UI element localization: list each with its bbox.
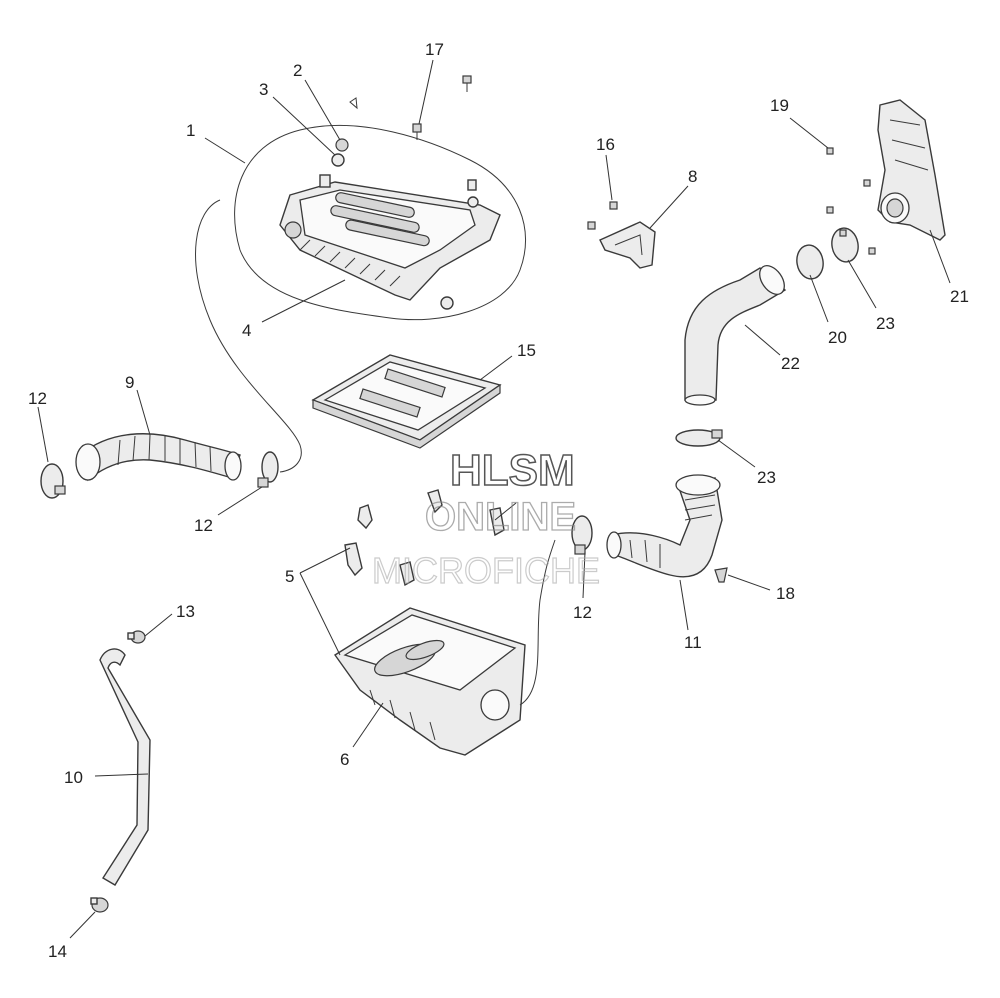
callout-16: 16: [596, 135, 615, 154]
callout-9: 9: [125, 373, 134, 392]
hose-clamp-12-right: [571, 515, 593, 555]
callout-12-middle: 12: [194, 516, 213, 535]
screws-19: [826, 147, 876, 255]
watermark-microfiche: MICROFICHE: [372, 550, 600, 591]
callout-11: 11: [684, 633, 702, 652]
push-rivet-18: [714, 567, 728, 583]
callout-22: 22: [781, 354, 800, 373]
watermark: HLSM ONLINE MICROFICHE: [371, 445, 600, 591]
air-box-cover: [279, 174, 501, 301]
hose-clamp-20: [796, 244, 824, 280]
intake-snorkel: [877, 99, 946, 241]
callout-23-lower: 23: [757, 468, 776, 487]
callout-labels: 1 2 3 4 17 16 8 19 21 20 23 22 15 9 12 1…: [28, 40, 969, 961]
intake-elbow-duct: [606, 474, 723, 578]
callout-8: 8: [688, 167, 697, 186]
callout-20: 20: [828, 328, 847, 347]
retaining-clips-5: [344, 489, 505, 587]
intake-tube: [684, 265, 787, 406]
cover-assembly-outline: [234, 124, 527, 321]
callout-18: 18: [776, 584, 795, 603]
intake-boot: [75, 433, 242, 482]
mounting-bracket: [599, 221, 656, 269]
callout-10: 10: [64, 768, 83, 787]
hose-clamp-12-left: [40, 463, 66, 499]
air-box-base: [333, 607, 526, 756]
hose-clamp-13: [127, 630, 146, 644]
hose-clamp-14: [90, 897, 109, 913]
callout-4: 4: [242, 321, 251, 340]
callout-14: 14: [48, 942, 67, 961]
hose-clamp-23-upper: [831, 227, 859, 263]
callout-6: 6: [340, 750, 349, 769]
callout-21: 21: [950, 287, 969, 306]
callout-12-left: 12: [28, 389, 47, 408]
callout-15: 15: [517, 341, 536, 360]
air-filter: [311, 354, 502, 449]
bolts-16: [587, 201, 618, 230]
callout-23-upper: 23: [876, 314, 895, 333]
screw-top: [349, 97, 358, 110]
drain-hose: [99, 648, 151, 886]
grommet-3: [331, 153, 345, 167]
callout-5: 5: [285, 567, 294, 586]
callout-1: 1: [186, 121, 195, 140]
reference-line-right: [519, 539, 556, 706]
callout-2: 2: [293, 61, 302, 80]
hose-clamp-12-middle: [257, 451, 279, 488]
grommet-lower: [440, 296, 454, 310]
reference-line-left: [195, 199, 302, 473]
grommet-right: [467, 196, 479, 208]
callout-19: 19: [770, 96, 789, 115]
grommet-2: [335, 138, 349, 152]
hose-clamp-23-lower: [675, 429, 723, 447]
callout-13: 13: [176, 602, 195, 621]
callout-3: 3: [259, 80, 268, 99]
callout-17: 17: [425, 40, 444, 59]
bolt-17: [412, 75, 472, 140]
watermark-hlsm: HLSM: [450, 446, 575, 495]
callout-12-right: 12: [573, 603, 592, 622]
leader-lines: [37, 59, 951, 939]
watermark-online: ONLINE: [425, 495, 576, 539]
